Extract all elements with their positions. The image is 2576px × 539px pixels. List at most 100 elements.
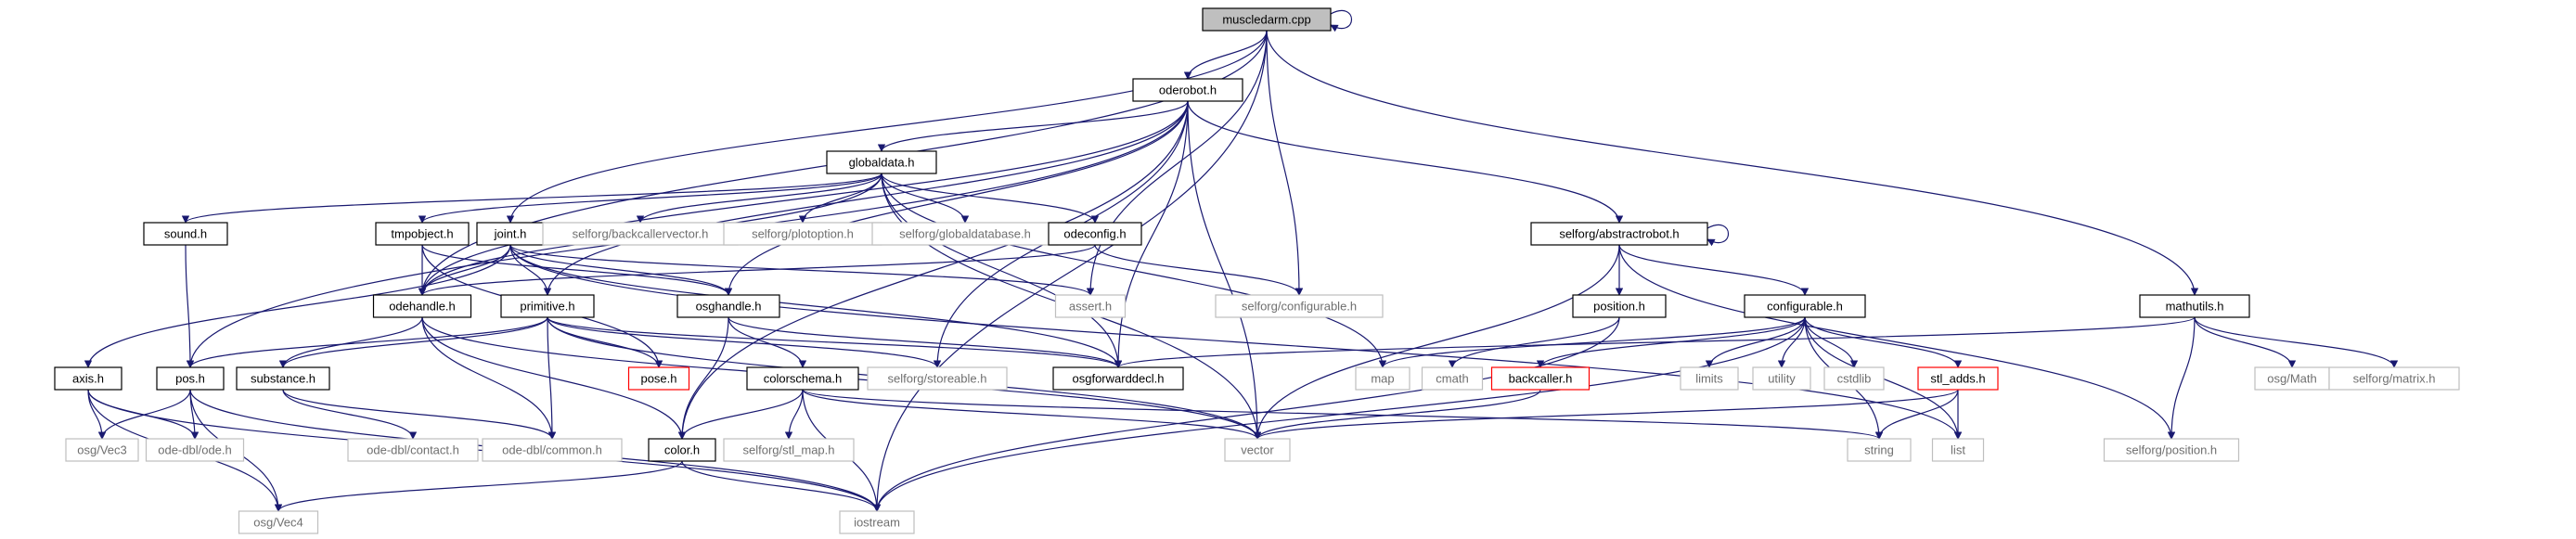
node-label: ode-dbl/common.h bbox=[502, 443, 602, 457]
node-label: selforg/globaldatabase.h bbox=[899, 227, 1031, 241]
edge-tmpobject-to-osghandle bbox=[421, 244, 733, 296]
node-label: osg/Vec4 bbox=[253, 516, 303, 530]
node-muscledarm[interactable]: muscledarm.cpp bbox=[1202, 7, 1332, 32]
node-pose[interactable]: pose.h bbox=[627, 366, 690, 391]
node-storeable: selforg/storeable.h bbox=[867, 366, 1008, 391]
node-map: map bbox=[1355, 366, 1410, 391]
node-box bbox=[65, 438, 139, 462]
edge-oderobot-to-osghandle bbox=[724, 100, 1189, 296]
node-stlmap: selforg/stl_map.h bbox=[723, 438, 855, 462]
node-label: configurable.h bbox=[1767, 300, 1843, 314]
edge-colorschema-to-string bbox=[802, 389, 1883, 440]
edge-globaldata-to-globaldatabase bbox=[881, 173, 970, 224]
node-list: list bbox=[1931, 438, 1985, 462]
edge-odeconfig-to-odehandle bbox=[419, 244, 1096, 296]
node-globaldata[interactable]: globaldata.h bbox=[826, 150, 937, 174]
node-label: osg/Math bbox=[2267, 372, 2316, 386]
edge-stladds-to-vector bbox=[1254, 389, 1959, 440]
node-box bbox=[54, 366, 122, 391]
edge-joint-to-axis bbox=[84, 244, 511, 368]
node-configurable[interactable]: configurable.h bbox=[1744, 294, 1866, 318]
node-box bbox=[375, 222, 470, 246]
node-osgforwarddecl[interactable]: osgforwarddecl.h bbox=[1052, 366, 1184, 391]
node-label: selforg/matrix.h bbox=[2353, 372, 2436, 386]
edge-odehandle-to-color bbox=[421, 316, 687, 440]
node-label: tmpobject.h bbox=[391, 227, 453, 241]
edge-oderobot-to-color bbox=[677, 100, 1189, 440]
node-abstractrobot[interactable]: selforg/abstractrobot.h bbox=[1530, 222, 1708, 246]
node-box bbox=[143, 222, 228, 246]
node-label: odehandle.h bbox=[389, 300, 456, 314]
node-box bbox=[1490, 366, 1591, 391]
edge-globaldata-to-backcallervector bbox=[636, 173, 882, 224]
node-box bbox=[871, 222, 1059, 246]
node-label: osgforwarddecl.h bbox=[1073, 372, 1165, 386]
edge-globaldata-to-map bbox=[881, 173, 1387, 368]
node-box bbox=[676, 294, 780, 318]
node-substance[interactable]: substance.h bbox=[236, 366, 330, 391]
edge-substance-to-odedbcommon bbox=[282, 389, 557, 440]
edge-backcaller-to-vector bbox=[1253, 389, 1541, 440]
node-box bbox=[2103, 438, 2240, 462]
edge-globaldata-to-odeconfig bbox=[881, 173, 1100, 224]
node-label: map bbox=[1371, 372, 1394, 386]
edge-colorschema-to-stlmap bbox=[784, 389, 804, 440]
edge-color-to-osgvec4 bbox=[274, 460, 683, 512]
node-label: pose.h bbox=[640, 372, 676, 386]
edge-globaldata-to-sound bbox=[182, 173, 882, 224]
node-box bbox=[1931, 438, 1985, 462]
node-joint[interactable]: joint.h bbox=[476, 222, 545, 246]
node-mathutils[interactable]: mathutils.h bbox=[2139, 294, 2250, 318]
node-box bbox=[347, 438, 479, 462]
node-box bbox=[1132, 78, 1243, 102]
node-label: iostream bbox=[854, 516, 900, 530]
node-label: odeconfig.h bbox=[1063, 227, 1126, 241]
node-position[interactable]: position.h bbox=[1572, 294, 1667, 318]
edge-odeconfig-to-selforgconfigurable bbox=[1094, 244, 1304, 296]
node-label: ode-dbl/ode.h bbox=[158, 443, 232, 457]
edge-osghandle-to-osgforwarddecl bbox=[728, 316, 1123, 368]
edge-mathutils-to-osgforwarddecl bbox=[1114, 316, 2196, 368]
edge-joint-to-osgforwarddecl bbox=[509, 244, 1123, 368]
edge-odehandle-to-substance bbox=[278, 316, 423, 368]
node-label: colorschema.h bbox=[764, 372, 843, 386]
node-label: assert.h bbox=[1069, 300, 1112, 314]
node-label: selforg/position.h bbox=[2126, 443, 2217, 457]
node-vector: vector bbox=[1224, 438, 1291, 462]
edge-configurable-to-utility bbox=[1777, 316, 1806, 368]
edge-joint-to-primitive bbox=[509, 244, 552, 296]
node-sound[interactable]: sound.h bbox=[143, 222, 228, 246]
node-label: substance.h bbox=[251, 372, 316, 386]
edge-odehandle-to-odedbcommon bbox=[421, 316, 557, 440]
node-backcaller[interactable]: backcaller.h bbox=[1490, 366, 1591, 391]
node-odehandle[interactable]: odehandle.h bbox=[372, 294, 472, 318]
node-osgvec4: osg/Vec4 bbox=[238, 510, 319, 534]
node-color[interactable]: color.h bbox=[648, 438, 716, 462]
node-label: selforg/plotoption.h bbox=[752, 227, 854, 241]
node-box bbox=[1421, 366, 1484, 391]
node-pos[interactable]: pos.h bbox=[156, 366, 225, 391]
node-odeconfig[interactable]: odeconfig.h bbox=[1048, 222, 1142, 246]
edge-muscledarm-to-assert bbox=[1086, 30, 1268, 296]
node-primitive[interactable]: primitive.h bbox=[500, 294, 595, 318]
edge-sound-to-pos bbox=[185, 244, 195, 368]
node-label: pos.h bbox=[175, 372, 205, 386]
node-label: ode-dbl/contact.h bbox=[367, 443, 459, 457]
node-box bbox=[1215, 294, 1384, 318]
edge-muscledarm-to-muscledarm bbox=[1330, 9, 1352, 32]
edge-position-to-cmath bbox=[1448, 316, 1620, 368]
edge-muscledarm-to-joint bbox=[506, 30, 1268, 224]
node-box bbox=[723, 438, 855, 462]
node-box bbox=[1355, 366, 1410, 391]
node-oderobot[interactable]: oderobot.h bbox=[1132, 78, 1243, 102]
node-axis[interactable]: axis.h bbox=[54, 366, 122, 391]
node-tmpobject[interactable]: tmpobject.h bbox=[375, 222, 470, 246]
node-label: utility bbox=[1768, 372, 1796, 386]
node-osghandle[interactable]: osghandle.h bbox=[676, 294, 780, 318]
edge-configurable-to-map bbox=[1378, 316, 1806, 368]
node-stladds[interactable]: stl_adds.h bbox=[1917, 366, 1999, 391]
node-colorschema[interactable]: colorschema.h bbox=[746, 366, 859, 391]
edge-stladds-to-string bbox=[1874, 389, 1959, 440]
edge-osghandle-to-colorschema bbox=[728, 316, 807, 368]
